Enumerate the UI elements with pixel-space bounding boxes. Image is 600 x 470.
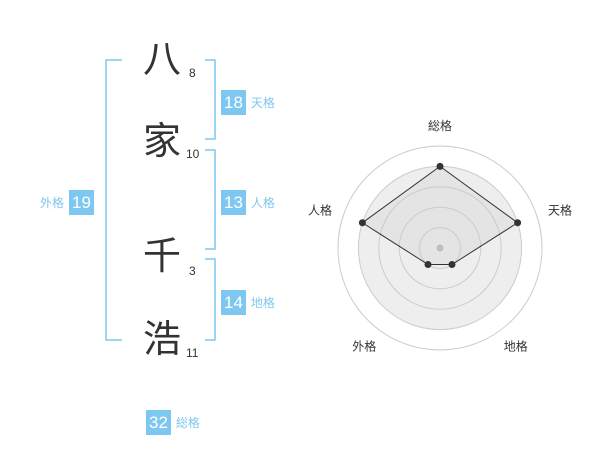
radar-point-2 (514, 219, 522, 227)
radar-axis-label-4: 外格 (352, 339, 376, 354)
tenkaku-badge: 18 天格 (221, 90, 275, 115)
name-char-2: 家 (143, 119, 182, 163)
name-char-4: 浩 (143, 317, 182, 361)
stroke-count-3: 3 (189, 264, 196, 278)
name-char-3: 千 (143, 234, 182, 278)
gaikaku-bracket (105, 59, 122, 341)
radar-axis-label-3: 地格 (504, 339, 528, 354)
stroke-count-2: 10 (186, 147, 200, 161)
radar-ring-1 (419, 227, 461, 269)
radar-point-1 (436, 162, 444, 170)
radar-ring-5 (337, 145, 543, 351)
chikaku-bracket (205, 258, 216, 341)
radar-ring-3 (378, 186, 502, 310)
radar-point-3 (448, 261, 456, 269)
tenkaku-bracket (205, 59, 216, 140)
radar-axis-label-5: 人格 (308, 202, 332, 217)
tenkaku-label: 天格 (250, 95, 275, 110)
tenkaku-value: 18 (221, 90, 246, 115)
jinkaku-bracket (205, 149, 216, 250)
jinkaku-label: 人格 (250, 195, 275, 210)
radar-ring-2 (398, 206, 482, 290)
radar-axis-label-1: 総格 (428, 118, 452, 133)
stroke-count-4: 11 (186, 346, 199, 360)
radar-center-dot (436, 244, 444, 252)
gaikaku-value: 19 (69, 190, 94, 215)
jinkaku-value: 13 (221, 190, 246, 215)
chikaku-label: 地格 (250, 295, 275, 310)
gaikaku-badge: 外格 19 (40, 190, 94, 215)
name-char-1: 八 (143, 37, 182, 81)
soukaku-value: 32 (146, 410, 171, 435)
radar-point-4 (424, 261, 432, 269)
radar-point-5 (358, 219, 366, 227)
stroke-count-1: 8 (189, 66, 196, 80)
soukaku-badge: 32 総格 (146, 410, 200, 435)
gaikaku-label: 外格 (40, 195, 65, 210)
chikaku-badge: 14 地格 (221, 290, 275, 315)
radar-value-polygon (361, 165, 519, 266)
soukaku-label: 総格 (175, 415, 200, 430)
radar-axis-label-2: 天格 (548, 202, 572, 217)
chikaku-value: 14 (221, 290, 246, 315)
jinkaku-badge: 13 人格 (221, 190, 275, 215)
